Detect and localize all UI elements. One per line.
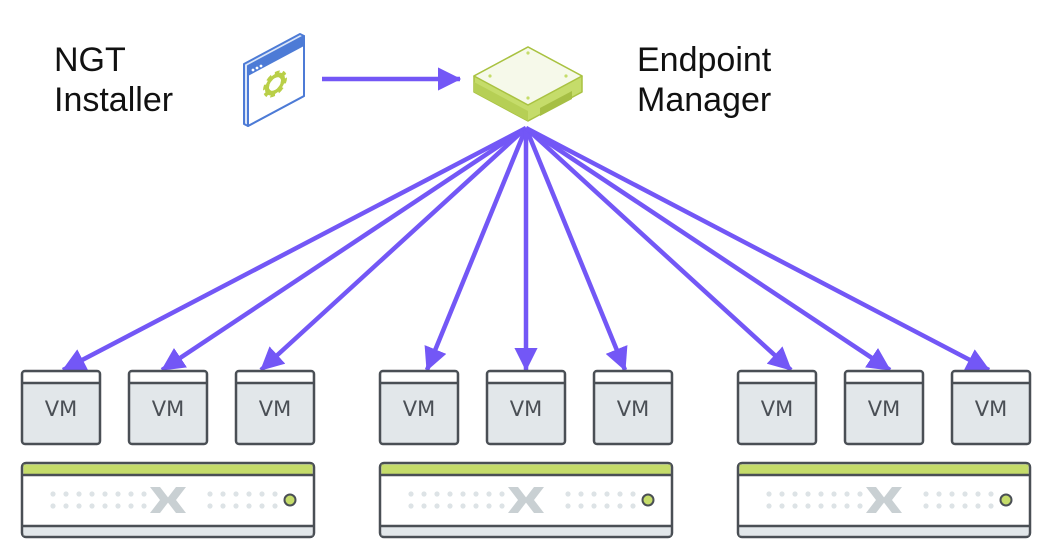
vm-box: VM — [592, 369, 674, 446]
vm-box: VM — [736, 369, 818, 446]
vm-box: VM — [20, 369, 102, 446]
appliance-box-icon — [473, 46, 583, 122]
node-1: VM VM VM — [20, 369, 316, 539]
arrow-manager-to-vm — [523, 127, 628, 372]
ngt-installer-label-line2: Installer — [54, 81, 174, 119]
vm-box: VM — [843, 369, 925, 446]
window-gear-icon — [243, 33, 305, 127]
endpoint-manager-label: Endpoint Manager — [637, 40, 771, 120]
gear-icon — [263, 70, 287, 98]
vm-box: VM — [950, 369, 1032, 446]
arrow-manager-to-vm — [524, 126, 991, 372]
vm-label: VM — [617, 397, 649, 421]
status-led-icon — [641, 493, 655, 507]
arrow-manager-to-vm — [61, 126, 528, 372]
vm-box: VM — [234, 369, 316, 446]
vm-label: VM — [975, 397, 1007, 421]
nutanix-server-icon — [736, 461, 1032, 539]
arrow-manager-to-vm — [160, 126, 528, 372]
vm-box: VM — [127, 369, 209, 446]
vm-label: VM — [259, 397, 291, 421]
vm-box: VM — [378, 369, 460, 446]
nutanix-logo-icon — [150, 487, 186, 513]
arrow-manager-to-vm — [524, 126, 793, 372]
vm-label: VM — [403, 397, 435, 421]
arrow-manager-to-vm — [259, 126, 528, 372]
endpoint-manager-label-line2: Manager — [637, 81, 772, 119]
ngt-installer-label: NGT Installer — [54, 40, 173, 120]
nodes: VM VM VM VM VM VM VM VM VM — [20, 369, 1032, 539]
vm-label: VM — [152, 397, 184, 421]
arrow-manager-to-vm — [524, 126, 892, 372]
nutanix-server-icon — [20, 461, 316, 539]
status-led-icon — [999, 493, 1013, 507]
vm-label: VM — [868, 397, 900, 421]
ngt-installer-label-line1: NGT — [54, 41, 126, 79]
vm-label: VM — [510, 397, 542, 421]
status-led-icon — [283, 493, 297, 507]
nutanix-server-icon — [378, 461, 674, 539]
vm-label: VM — [761, 397, 793, 421]
fan-out-arrows — [61, 126, 991, 372]
endpoint-manager-label-line1: Endpoint — [637, 41, 772, 79]
arrow-manager-to-vm — [424, 127, 529, 372]
nutanix-logo-icon — [508, 487, 544, 513]
vm-label: VM — [45, 397, 77, 421]
node-2: VM VM VM — [378, 369, 674, 539]
node-3: VM VM VM — [736, 369, 1032, 539]
nutanix-logo-icon — [866, 487, 902, 513]
vm-box: VM — [485, 369, 567, 446]
